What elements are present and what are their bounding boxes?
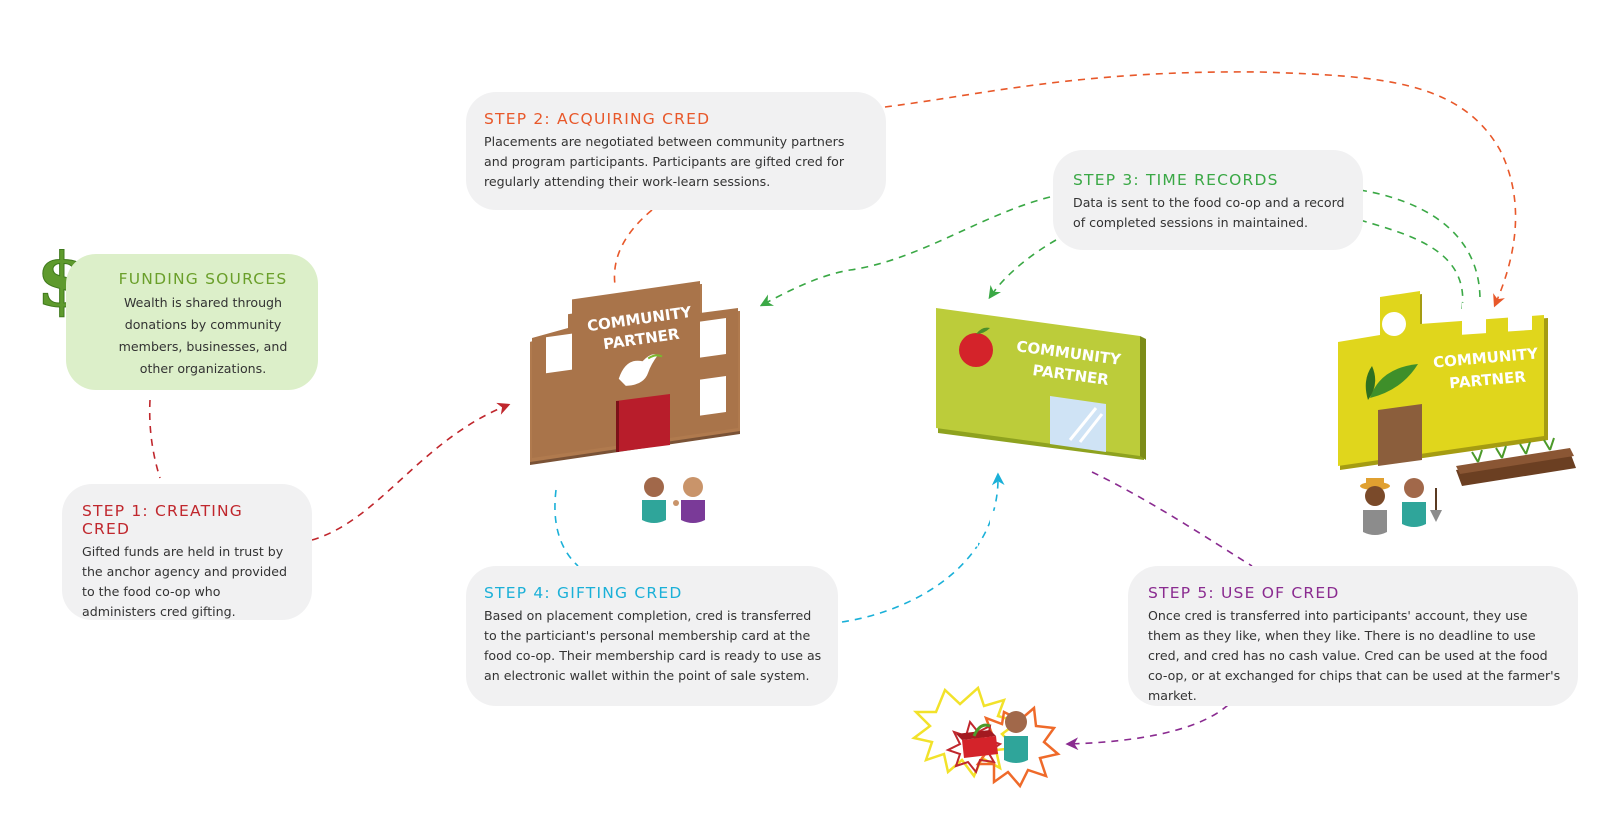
- step1-box: STEP 1: CREATING CRED Gifted funds are h…: [62, 484, 312, 620]
- community-partner-building-3: COMMUNITY PARTNER: [1338, 291, 1548, 470]
- funding-sources-text: Wealth is shared through donations by co…: [118, 295, 288, 376]
- connector-building2-step5: [1091, 471, 1253, 567]
- step5-box: STEP 5: USE OF CRED Once cred is transfe…: [1128, 566, 1578, 706]
- participants-pair-1: [642, 477, 705, 523]
- shopper-with-produce: [911, 685, 1061, 789]
- connector-funding-step1: [148, 399, 161, 479]
- step4-text: Based on placement completion, cred is t…: [484, 608, 822, 683]
- garden-bed-icon: [1456, 437, 1576, 486]
- step4-box: STEP 4: GIFTING CRED Based on placement …: [466, 566, 838, 706]
- apple-icon: [959, 327, 993, 367]
- funding-sources-title: FUNDING SOURCES: [118, 270, 288, 288]
- dove-icon: [618, 354, 663, 386]
- connector-building1-step4: [554, 489, 579, 567]
- connector-step2-building1: [613, 209, 653, 286]
- step3-box: STEP 3: TIME RECORDS Data is sent to the…: [1053, 150, 1363, 250]
- step2-text: Placements are negotiated between commun…: [484, 134, 845, 189]
- arrow-step3-to-building2: [988, 239, 1057, 300]
- step5-title: STEP 5: USE OF CRED: [1148, 584, 1340, 602]
- arrow-step5-to-shopper: [1065, 704, 1229, 751]
- step1-title: STEP 1: CREATING CRED: [82, 502, 244, 538]
- arrow-step1-to-building1: [311, 402, 511, 541]
- step1-text: Gifted funds are held in trust by the an…: [82, 544, 287, 619]
- leaf-icon: [1365, 364, 1418, 400]
- community-partner-building-1: COMMUNITY PARTNER: [530, 277, 740, 465]
- step3-title: STEP 3: TIME RECORDS: [1073, 171, 1279, 189]
- arrow-step4-to-building2: [841, 472, 1005, 623]
- step4-title: STEP 4: GIFTING CRED: [484, 584, 683, 602]
- step3-text: Data is sent to the food co-op and a rec…: [1073, 195, 1345, 230]
- farmer-and-participant: [1360, 478, 1442, 535]
- community-partner-building-2: COMMUNITY PARTNER: [936, 308, 1146, 553]
- connector-step3-building3-b: [1359, 219, 1464, 311]
- step2-box: STEP 2: ACQUIRING CRED Placements are ne…: [466, 92, 886, 210]
- step2-title: STEP 2: ACQUIRING CRED: [484, 110, 711, 128]
- step5-text: Once cred is transferred into participan…: [1148, 608, 1561, 703]
- funding-sources-box: FUNDING SOURCES Wealth is shared through…: [66, 254, 318, 390]
- arrow-step3-to-building1: [759, 196, 1051, 307]
- arrow-step2-to-building3: [884, 71, 1517, 308]
- connector-step3-building3-a: [1359, 189, 1481, 301]
